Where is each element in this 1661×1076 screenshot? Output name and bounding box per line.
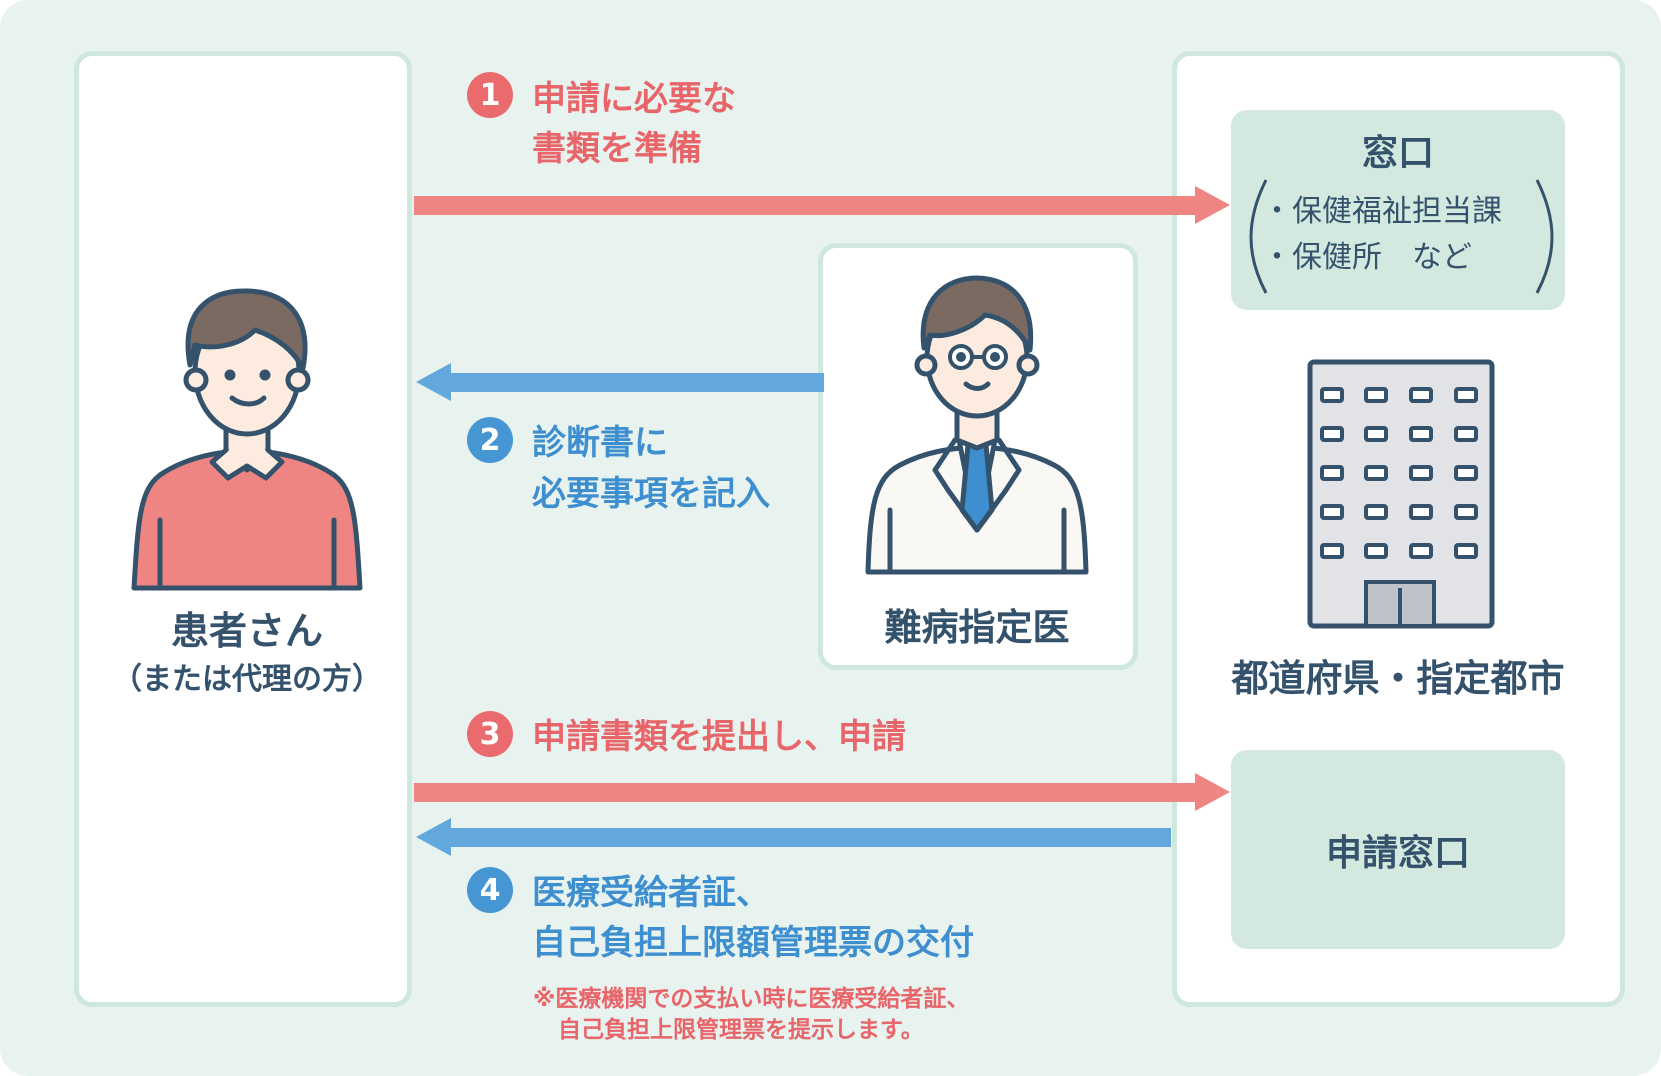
patient-title: 患者さん (170, 609, 324, 653)
step-2-line-1: 診断書に (532, 423, 668, 463)
arrow-step3-right (414, 773, 1230, 811)
doctor-illustration-icon (865, 275, 1089, 575)
counter-item-2: ・保健所 など (1262, 240, 1472, 275)
doctor-title: 難病指定医 (884, 606, 1070, 649)
step-4-line-1: 医療受給者証、 (532, 873, 770, 913)
patient-subtitle: （または代理の方） (112, 662, 382, 697)
arrow-step4-left (416, 818, 1171, 856)
step-2-line-2: 必要事項を記入 (532, 474, 770, 514)
step-1-badge: 1 (467, 72, 513, 118)
application-counter-title: 申請窓口 (1325, 833, 1471, 874)
counter-title: 窓口 (1361, 133, 1435, 174)
step-4-badge: 4 (467, 867, 513, 913)
step-2-badge: 2 (467, 417, 513, 463)
note-line-2: 自己負担上限管理票を提示します。 (558, 1017, 924, 1043)
step-1-line-1: 申請に必要な (532, 79, 736, 119)
arrow-step2-left (416, 363, 824, 401)
step-3-line-1: 申請書類を提出し、申請 (532, 717, 906, 757)
step-1-line-2: 書類を準備 (532, 129, 702, 169)
step-4-line-2: 自己負担上限額管理票の交付 (532, 923, 974, 963)
counter-parentheses (1249, 179, 1554, 294)
arrow-step1-right (414, 186, 1230, 224)
step-3-badge: 3 (467, 711, 513, 757)
application-counter-box (1231, 750, 1565, 949)
counter-item-1: ・保健福祉担当課 (1262, 194, 1502, 229)
counter-box (1231, 110, 1565, 310)
note-line-1: ※医療機関での支払い時に医療受給者証、 (533, 986, 970, 1012)
government-building-icon (1307, 359, 1495, 629)
patient-illustration-icon (131, 288, 363, 591)
government-title: 都道府県・指定都市 (1231, 657, 1565, 700)
